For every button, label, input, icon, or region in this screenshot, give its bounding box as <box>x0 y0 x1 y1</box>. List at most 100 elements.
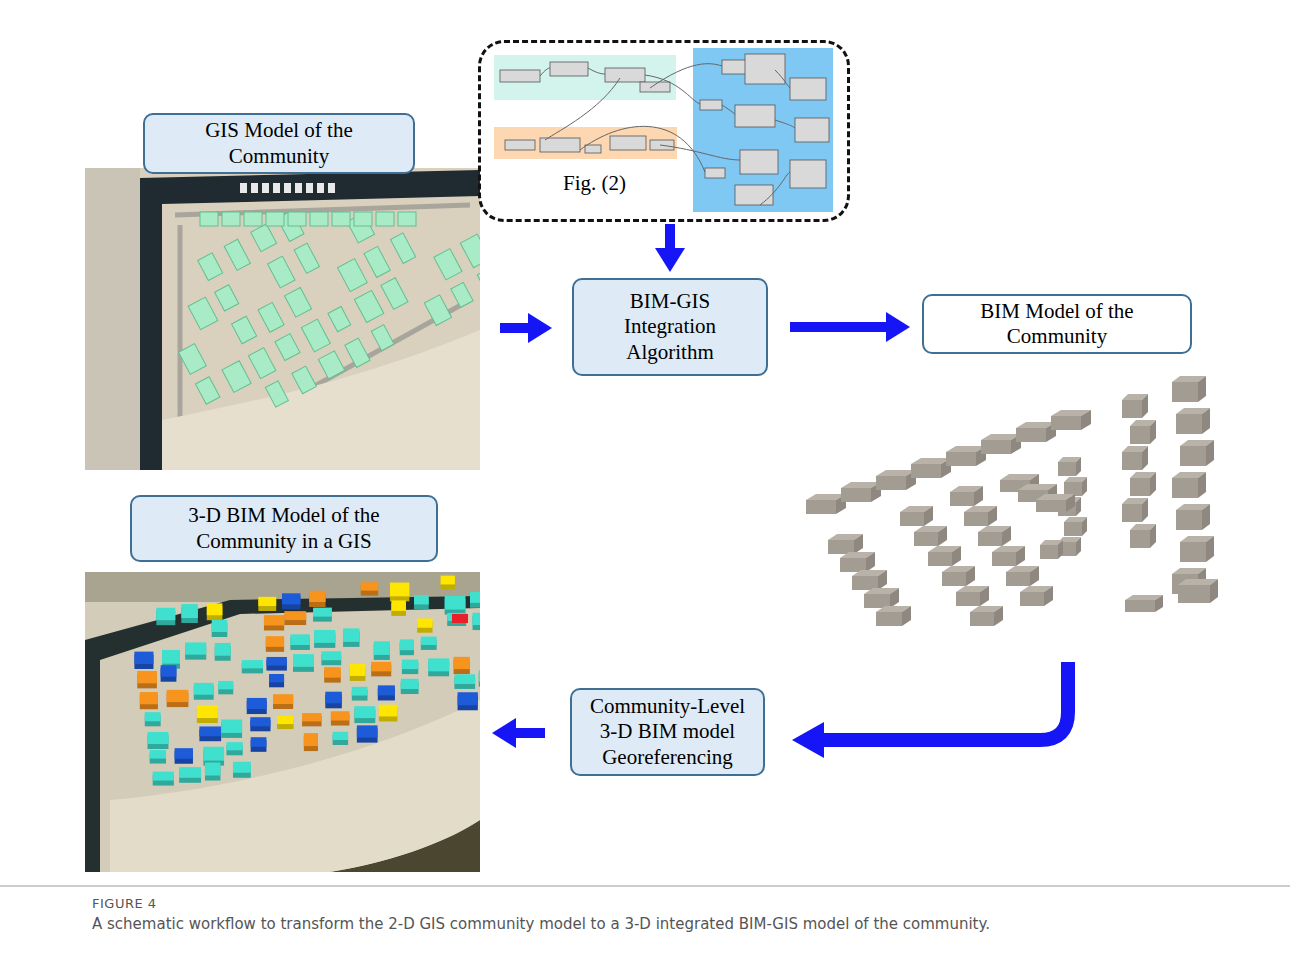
graph-node <box>540 138 580 152</box>
colored-building <box>273 694 293 709</box>
building-roof <box>331 711 350 720</box>
graph-node <box>700 100 722 110</box>
boat <box>306 183 313 193</box>
building-solid <box>1176 408 1210 434</box>
solid-front <box>1180 542 1206 562</box>
building-roof <box>401 679 419 689</box>
building-solid <box>1172 376 1206 402</box>
building-roof <box>454 674 475 684</box>
node-text: GIS Model of the Community <box>153 118 405 168</box>
footprint <box>477 266 480 295</box>
solid-side <box>980 586 989 606</box>
arrow-shaft <box>790 322 888 332</box>
building-solid <box>1178 579 1218 603</box>
bim-building-massing <box>806 376 1218 626</box>
colored-building <box>242 660 263 673</box>
footprint <box>371 325 394 351</box>
footprint <box>364 246 390 277</box>
building-roof <box>354 706 375 718</box>
solid-side <box>1058 540 1063 559</box>
solid-front <box>1130 426 1150 444</box>
colored-building <box>140 692 158 709</box>
footprint <box>266 212 284 226</box>
building-roof <box>361 582 378 590</box>
colored-building <box>414 595 429 609</box>
building-roof <box>207 603 223 615</box>
footprint <box>376 212 394 226</box>
colored-building <box>134 652 153 669</box>
colored-building <box>218 681 233 694</box>
building-solid <box>1125 595 1163 612</box>
solid-side <box>1142 446 1148 470</box>
solid-side <box>1206 440 1214 466</box>
footprint <box>424 295 451 326</box>
building-solid <box>876 606 911 626</box>
title-label-box: GIS Model of the Community <box>143 113 415 173</box>
building-roof <box>242 660 263 668</box>
figure-caption: A schematic workflow to transform the 2-… <box>92 915 1242 933</box>
building-solid <box>841 482 881 502</box>
solid-side <box>1206 536 1214 562</box>
colored-building <box>454 657 470 674</box>
footprint <box>301 319 330 352</box>
building-solid <box>864 588 899 608</box>
solid-front <box>1172 382 1198 402</box>
footprint <box>345 338 370 367</box>
building-solid <box>1064 477 1087 496</box>
graph-node <box>550 62 588 76</box>
building-roof <box>150 750 166 758</box>
arrow-head <box>655 248 685 272</box>
flow-arrow-head <box>528 313 552 343</box>
building-roof <box>473 613 480 625</box>
building-solid <box>840 552 875 572</box>
colored-building <box>391 600 406 615</box>
colored-building <box>266 657 286 671</box>
building-roof <box>205 763 220 776</box>
colored-building <box>199 726 221 741</box>
colored-building <box>290 634 309 650</box>
solid-side <box>1030 566 1039 586</box>
colored-building <box>148 732 169 749</box>
footprint <box>294 243 319 273</box>
building-roof <box>445 596 466 610</box>
building-roof <box>390 583 409 597</box>
footprint <box>354 212 372 226</box>
footprint <box>198 253 223 281</box>
solid-front <box>1180 446 1206 466</box>
footprint <box>195 377 219 405</box>
solid-side <box>952 546 961 566</box>
building-solid <box>1122 446 1148 470</box>
solid-side <box>938 526 947 546</box>
solid-front <box>1040 545 1058 559</box>
building-solid <box>964 506 997 526</box>
node-text: BIM-GIS Integration Algorithm <box>582 289 758 365</box>
colored-building <box>445 596 466 615</box>
graph-node <box>705 168 725 178</box>
colored-building <box>361 582 378 595</box>
building-roof <box>321 651 341 660</box>
solid-front <box>981 440 1011 454</box>
footprint <box>244 212 262 226</box>
solid-front <box>1130 478 1150 496</box>
colored-building <box>179 767 201 783</box>
graph-node <box>795 118 829 142</box>
solid-front <box>900 512 924 526</box>
solid-front <box>1064 482 1082 496</box>
colored-building <box>137 671 157 688</box>
colored-building <box>458 692 478 710</box>
footprint <box>337 259 367 292</box>
building-roof <box>391 600 406 610</box>
solid-side <box>1150 420 1156 444</box>
colored-building <box>479 670 480 687</box>
solid-side <box>1076 537 1081 556</box>
building-roof <box>282 593 300 604</box>
land-strip <box>85 168 140 470</box>
colored-building <box>284 611 306 625</box>
solid-side <box>1202 504 1210 530</box>
building-solid <box>876 470 916 490</box>
colored-building <box>343 628 359 647</box>
footprint <box>222 361 251 393</box>
building-roof <box>302 713 321 721</box>
colored-building <box>207 603 223 620</box>
boat <box>251 183 258 193</box>
